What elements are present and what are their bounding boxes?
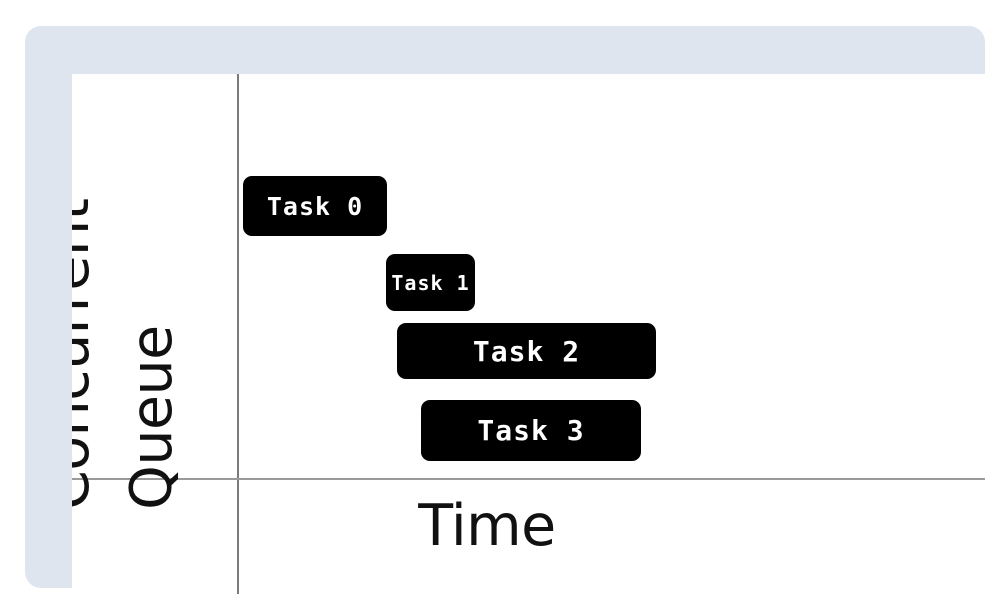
task-bar-label: Task 2 — [472, 334, 581, 368]
y-axis-line — [237, 74, 239, 594]
x-axis-line — [72, 478, 985, 480]
task-bar-label: Task 0 — [266, 191, 364, 221]
task-bar: Task 3 — [421, 400, 641, 461]
task-bar: Task 2 — [397, 323, 656, 379]
figure-panel: Concurrent Queue Time Task 0 Task 1 Task 2… — [25, 26, 985, 594]
y-axis-title-concurrent: Concurrent — [72, 198, 102, 510]
task-bar-label: Task 1 — [391, 270, 470, 295]
y-axis-title-queue: Queue — [119, 325, 185, 510]
x-axis-title: Time — [418, 493, 556, 559]
task-bar: Task 0 — [243, 176, 387, 236]
plot-canvas: Concurrent Queue Time Task 0 Task 1 Task 2… — [72, 74, 985, 594]
task-bar: Task 1 — [386, 254, 475, 311]
task-bar-label: Task 3 — [477, 414, 585, 447]
